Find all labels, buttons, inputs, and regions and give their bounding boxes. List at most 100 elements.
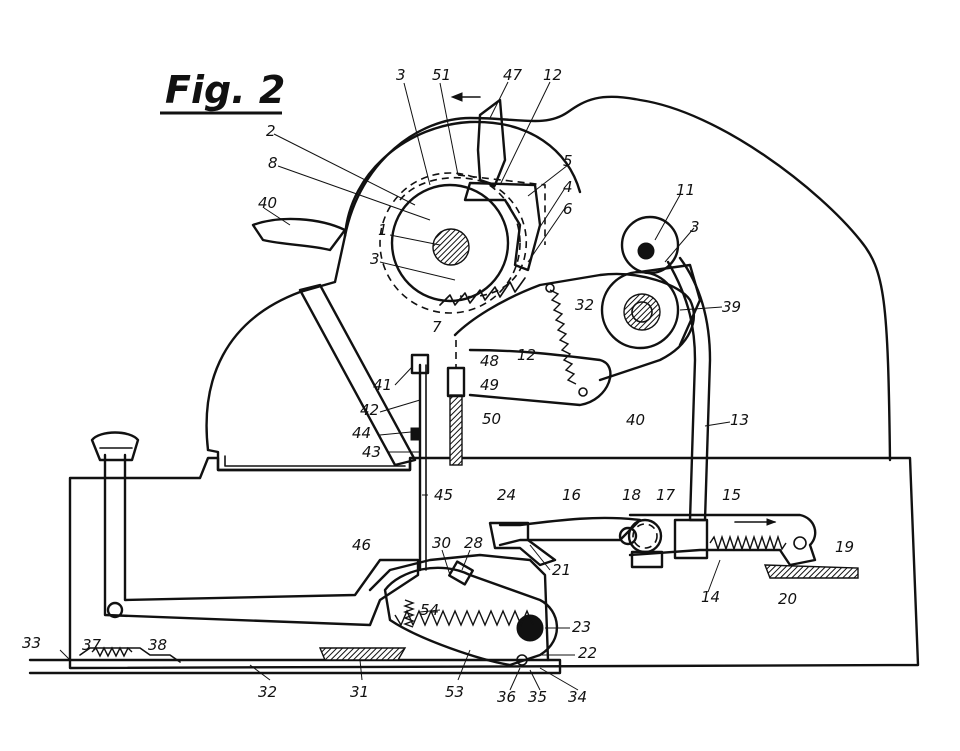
stop-20 — [763, 564, 859, 579]
bar-37-38 — [79, 647, 181, 663]
pivot-18 — [618, 526, 638, 546]
ref-35: 35 — [528, 688, 547, 706]
ref-16: 16 — [562, 486, 581, 504]
ref-3b: 3 — [370, 250, 380, 268]
block-41 — [410, 353, 430, 375]
spring-53 — [394, 609, 534, 627]
ref-43: 43 — [362, 443, 381, 461]
drum-shaft — [432, 228, 470, 266]
stem-50 — [449, 394, 463, 466]
ref-51: 51 — [432, 66, 451, 84]
motion-arrowhead — [450, 92, 463, 102]
ref-8: 8 — [268, 154, 278, 172]
ref-12b: 12 — [517, 346, 536, 364]
ref-53: 53 — [445, 683, 464, 701]
ref-19: 19 — [835, 538, 854, 556]
ref-18: 18 — [622, 486, 641, 504]
ref-31: 31 — [350, 683, 369, 701]
ref-47: 47 — [503, 66, 523, 84]
block-15 — [673, 518, 709, 560]
ref-48: 48 — [480, 352, 499, 370]
ref-36: 36 — [497, 688, 516, 706]
ref-42: 42 — [360, 401, 379, 419]
clip-44 — [410, 427, 420, 441]
shaft-23 — [516, 614, 544, 642]
spring-14 — [709, 534, 787, 552]
roller-39-hub — [631, 301, 653, 323]
ref-50: 50 — [482, 410, 501, 428]
spring-52-anchor-top — [545, 283, 555, 293]
arm-40 — [468, 348, 612, 407]
link-diagonal — [298, 283, 417, 467]
ref-2: 2 — [266, 122, 276, 140]
ref-30: 30 — [432, 534, 451, 552]
housing-shelf-inner — [224, 455, 406, 467]
ref-17: 17 — [656, 486, 676, 504]
spring-52 — [549, 289, 577, 385]
ref-33: 33 — [22, 634, 41, 652]
lever-pivot — [106, 601, 124, 619]
ref-41: 41 — [373, 376, 392, 394]
stem-49 — [446, 366, 466, 398]
slide-15 — [628, 513, 817, 567]
ratchet-teeth — [439, 277, 526, 306]
ref-34: 34 — [568, 688, 587, 706]
ref-32a: 32 — [575, 296, 594, 314]
ref-37: 37 — [82, 636, 102, 654]
treadle-31 — [318, 647, 407, 661]
ref-5: 5 — [563, 152, 573, 170]
figure-title: Fig. 2 — [165, 68, 285, 112]
ref-22: 22 — [578, 644, 597, 662]
ref-38: 38 — [148, 636, 167, 654]
rocker-22 — [383, 566, 559, 667]
ball-35 — [516, 654, 528, 666]
base-plate — [28, 658, 562, 675]
ref-54: 54 — [420, 601, 439, 619]
drum-disc — [390, 183, 510, 303]
ref-15: 15 — [722, 486, 741, 504]
ref-6: 6 — [563, 200, 573, 218]
ref-14: 14 — [701, 588, 720, 606]
leader-lines — [59, 81, 731, 691]
ref-32b: 32 — [258, 683, 277, 701]
ref-11: 11 — [676, 181, 695, 199]
pawl-24 — [488, 521, 557, 567]
pin-11 — [637, 242, 655, 260]
ref-7: 7 — [432, 318, 442, 336]
ref-45: 45 — [434, 486, 453, 504]
pivot-17-dashed — [632, 523, 658, 549]
ref-3c: 3 — [690, 218, 700, 236]
ref-20: 20 — [778, 590, 797, 608]
ref-21: 21 — [552, 561, 571, 579]
reference-labels: 3 51 47 12 2 8 1 3 5 4 6 11 3 40 39 32 7… — [22, 66, 854, 706]
pawl-dashed — [457, 174, 546, 245]
spring-54 — [403, 599, 415, 628]
ref-1: 1 — [378, 221, 388, 239]
ref-4: 4 — [563, 178, 573, 196]
block-18 — [630, 550, 664, 569]
drum-dashed-outline — [379, 172, 521, 314]
slide-arrowhead — [766, 518, 777, 526]
ref-39: 39 — [722, 298, 741, 316]
ref-40a: 40 — [258, 194, 277, 212]
arm-12 — [453, 272, 695, 382]
ref-13: 13 — [730, 411, 749, 429]
ref-23: 23 — [572, 618, 591, 636]
pawl-5-6 — [463, 181, 542, 272]
drum-case — [343, 120, 582, 238]
frame-46 — [368, 553, 550, 662]
ref-28: 28 — [464, 534, 483, 552]
base-housing — [68, 456, 920, 670]
ref-49: 49 — [480, 376, 499, 394]
ref-12a: 12 — [543, 66, 562, 84]
ref-24: 24 — [497, 486, 516, 504]
ref-3a: 3 — [396, 66, 406, 84]
ref-40b: 40 — [626, 411, 645, 429]
roller-39-core — [623, 293, 661, 331]
screw-28 — [448, 560, 474, 586]
lever-40-top — [251, 217, 347, 252]
ref-44: 44 — [352, 424, 371, 442]
spring-52-anchor-bottom — [578, 387, 588, 397]
